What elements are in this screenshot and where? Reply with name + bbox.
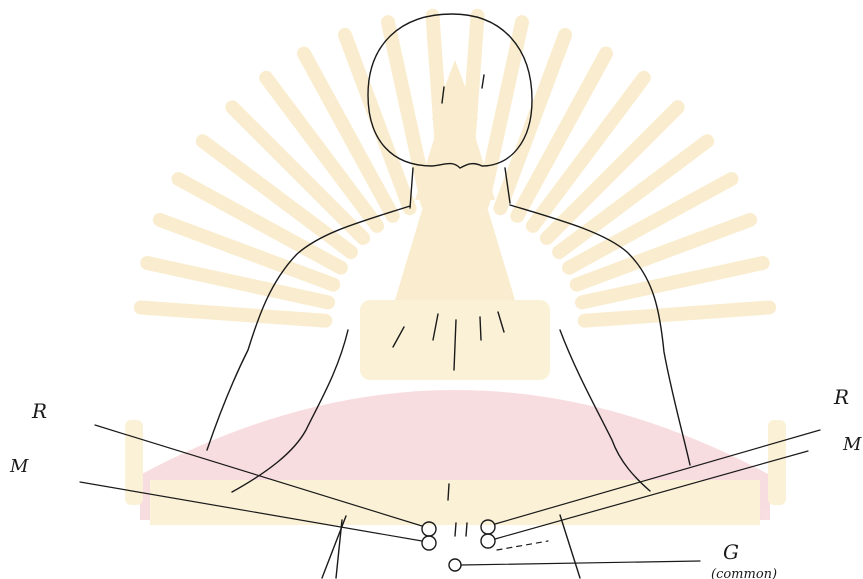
right-m-label: M (842, 434, 862, 455)
center-mark-left (455, 523, 456, 536)
watermark-ray (585, 308, 770, 321)
ground-label: G (723, 540, 739, 564)
left-leg-line (336, 520, 342, 578)
dashed-reference-line (497, 541, 548, 550)
electrode-right-lower (481, 534, 495, 548)
watermark-crown (395, 60, 515, 300)
watermark-ray (141, 308, 325, 321)
watermark-pedestal-right-post (768, 420, 786, 505)
center-mark-right (466, 523, 467, 536)
spine-mark (448, 484, 449, 500)
head-mark-right (482, 75, 484, 88)
back-stroke-4 (480, 317, 481, 340)
left-m-label: M (9, 456, 29, 477)
ground-note: (common) (711, 567, 777, 579)
electrode-left-lower (422, 536, 436, 550)
electrode-ground (449, 559, 461, 571)
electrodes (422, 520, 495, 571)
ground-wire (461, 561, 700, 565)
left-r-label: R (31, 399, 47, 423)
right-r-label: R (833, 385, 849, 409)
emblem-watermark (125, 16, 786, 525)
